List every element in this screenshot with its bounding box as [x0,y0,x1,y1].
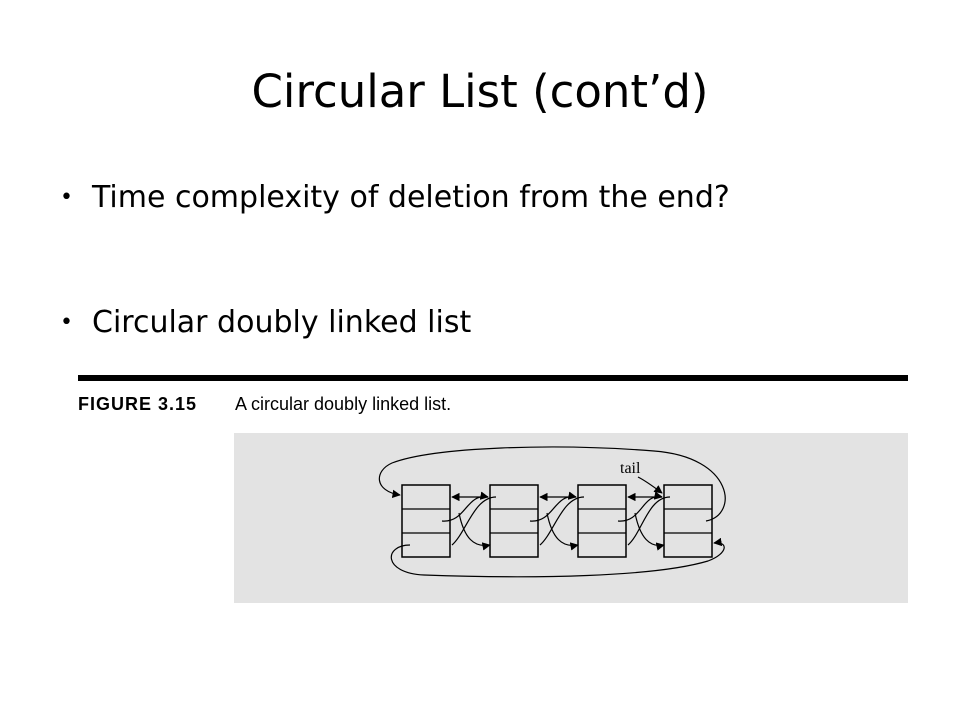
figure-number: FIGURE 3.15 [78,394,198,414]
tail-label: tail [620,460,641,477]
bullet-text: Time complexity of deletion from the end… [92,180,730,215]
slide-title: Circular List (cont’d) [251,65,709,118]
list-node [489,484,539,558]
linked-list-diagram: tail [378,446,726,578]
figure-top-rule [78,375,908,381]
list-node [401,484,451,558]
list-node [577,484,627,558]
figure-panel [234,433,908,603]
bullet-text: Circular doubly linked list [92,305,472,340]
bullet-dot-icon: • [60,185,73,210]
next-pointers [378,446,726,578]
bullet-dot-icon: • [60,310,73,335]
list-node [663,484,713,558]
figure-caption: A circular doubly linked list. [235,394,452,414]
